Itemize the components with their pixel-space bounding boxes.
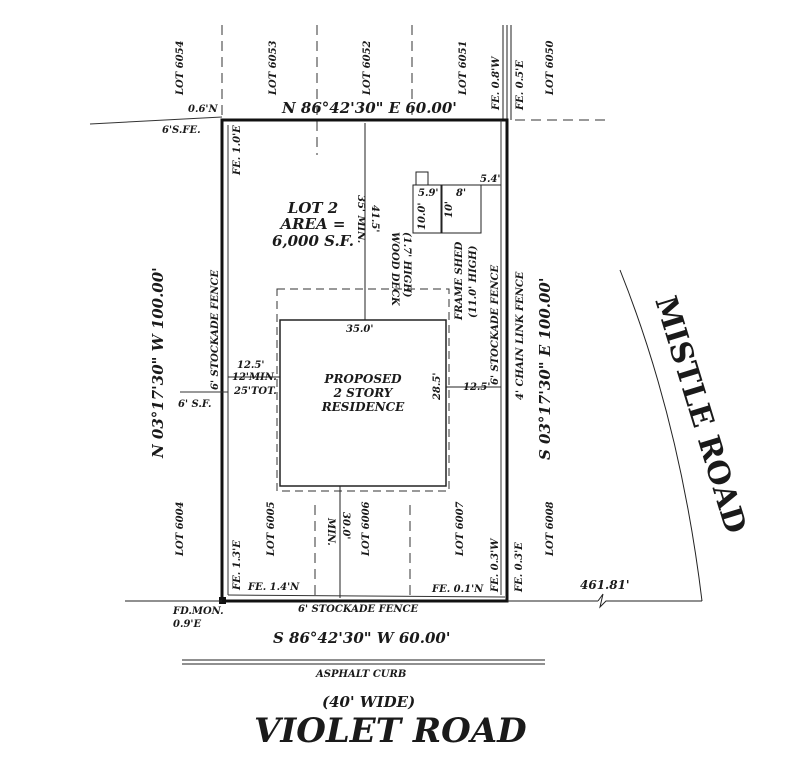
deck-height: (1.7' HIGH) (401, 232, 412, 298)
setback-envelope (276, 288, 450, 492)
lot-label: LOT 6006 (361, 501, 372, 557)
shed-offset: 5.4' (480, 174, 500, 185)
se-fe-w: FE. 0.3'W (490, 537, 501, 593)
front-setback-min: 35' MIN. (355, 195, 366, 243)
curb-label: ASPHALT CURB (315, 669, 406, 680)
left-setback-total: 25'TOT. (233, 386, 277, 397)
residence-width: 35.0' (346, 324, 373, 335)
deck-width: 5.9' (418, 188, 438, 199)
mistle-road-edge (619, 269, 703, 602)
monument-label: FD.MON. (172, 606, 224, 617)
distance-to-road: 461.81' (580, 578, 630, 592)
shed-height: (11.0' HIGH) (468, 245, 479, 318)
deck-depth: 10.0' (417, 203, 428, 230)
shed-label: FRAME SHED (454, 241, 465, 321)
shed-width: 8' (456, 188, 466, 199)
ne-fe-e: FE. 0.5'E (515, 60, 526, 111)
lot-number: LOT 2 (287, 199, 338, 217)
violet-road-name: VIOLET ROAD (254, 711, 527, 751)
property-boundary (220, 118, 509, 603)
se-fe-n: FE. 0.1'N (431, 584, 484, 595)
lot-label: LOT 6053 (268, 40, 279, 96)
lot-label: LOT 6051 (458, 41, 469, 97)
bearing-west: N 03°17'30" W 100.00' (149, 267, 167, 459)
lot-label: LOT 6007 (455, 501, 466, 557)
mistle-road-name: MISTLE ROAD (647, 292, 752, 537)
lot-label: LOT 6005 (266, 501, 277, 557)
sw-fe-e: FE. 1.3'E (232, 540, 243, 591)
lot-area-label: AREA = (279, 215, 346, 233)
lot-label: LOT 6052 (362, 40, 373, 96)
deck-label: WOOD DECK (389, 232, 400, 307)
west-sf: 6' S.F. (178, 399, 211, 410)
bearing-north: N 86°42'30" E 60.00' (281, 99, 457, 117)
road-width: (40' WIDE) (322, 693, 415, 711)
east-chain: 4' CHAIN LINK FENCE (515, 271, 526, 400)
east-stockade: 6' STOCKADE FENCE (490, 265, 501, 385)
bearing-east: S 03°17'30" E 100.00' (536, 278, 554, 460)
lot-label: LOT 6050 (545, 40, 556, 96)
residence-label: RESIDENCE (321, 400, 405, 414)
nw-fe: FE. 1.0'E (232, 125, 243, 176)
ne-fe-w: FE. 0.8'W (491, 55, 502, 111)
front-setback: 41.5' (369, 205, 380, 232)
fence-lines (89, 116, 702, 609)
lot-label: LOT 6054 (175, 40, 186, 96)
residence-label: 2 STORY (333, 386, 394, 400)
left-setback: 12.5' (237, 360, 264, 371)
found-monument (219, 597, 226, 604)
left-setback-min: 12'MIN. (232, 372, 277, 383)
residence-label: PROPOSED (323, 372, 402, 386)
rear-setback: 30.0' (340, 512, 351, 539)
residence-depth: 28.5' (432, 373, 443, 401)
se-fe-e: FE. 0.3'E (514, 542, 525, 593)
right-setback: 12.5' (463, 382, 490, 393)
lot-label: LOT 6004 (175, 501, 186, 557)
rear-setback-min: MIN. (325, 517, 336, 546)
west-fence: 6' STOCKADE FENCE (210, 270, 221, 390)
deck-stairs (415, 171, 429, 186)
sw-fe-n: FE. 1.4'N (247, 582, 300, 593)
bearing-south: S 86°42'30" W 60.00' (273, 629, 450, 647)
nw-offset: 0.6'N (188, 104, 218, 115)
nw-fence: 6'S.FE. (162, 125, 201, 136)
monument-offset: 0.9'E (173, 619, 201, 630)
south-fence: 6' STOCKADE FENCE (298, 604, 418, 615)
proposed-residence (279, 319, 447, 487)
lot-label: LOT 6008 (545, 501, 556, 557)
lot-lines-top (221, 25, 605, 155)
shed-depth: 10' (444, 201, 455, 218)
frame-shed (440, 184, 482, 234)
lot-area-value: 6,000 S.F. (272, 232, 354, 250)
